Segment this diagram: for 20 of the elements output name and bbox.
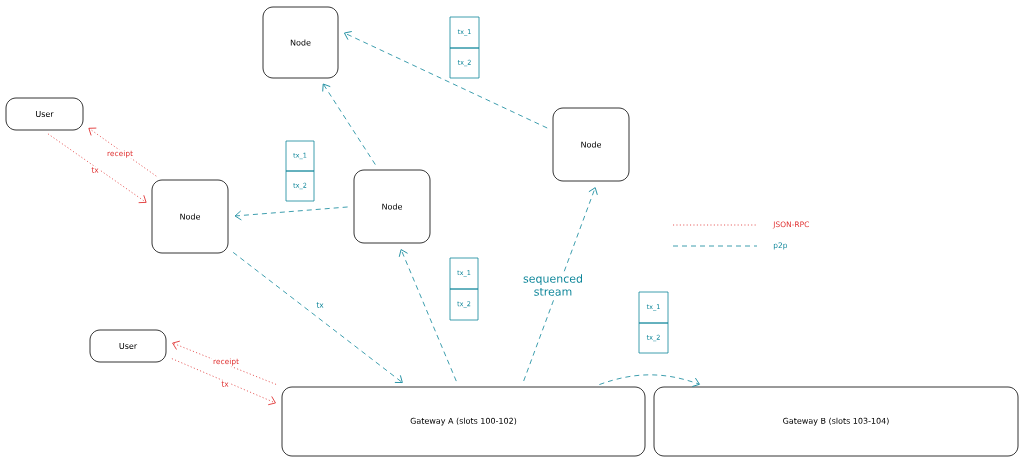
- arrow: [234, 206, 348, 221]
- gateway-box: Gateway B (slots 103-104): [653, 386, 1019, 457]
- arrow: [344, 31, 548, 129]
- arrow: [322, 83, 376, 165]
- node-box: User: [5, 97, 84, 131]
- arrow: [232, 252, 403, 383]
- arrow: [88, 127, 157, 177]
- node-box: Node: [353, 169, 431, 244]
- edge-label: sequenced stream: [517, 273, 589, 297]
- arrow: [398, 249, 457, 382]
- node-box: Node: [262, 6, 339, 79]
- gateway-box: Gateway A (slots 100-102): [281, 386, 646, 457]
- arrow: [171, 358, 276, 406]
- node-box: Node: [552, 107, 630, 182]
- arrow: [172, 340, 277, 385]
- arrow: [47, 133, 147, 204]
- arrow: [599, 374, 700, 387]
- node-box: Node: [151, 179, 229, 254]
- node-box: User: [89, 329, 167, 363]
- arrow: [523, 187, 598, 382]
